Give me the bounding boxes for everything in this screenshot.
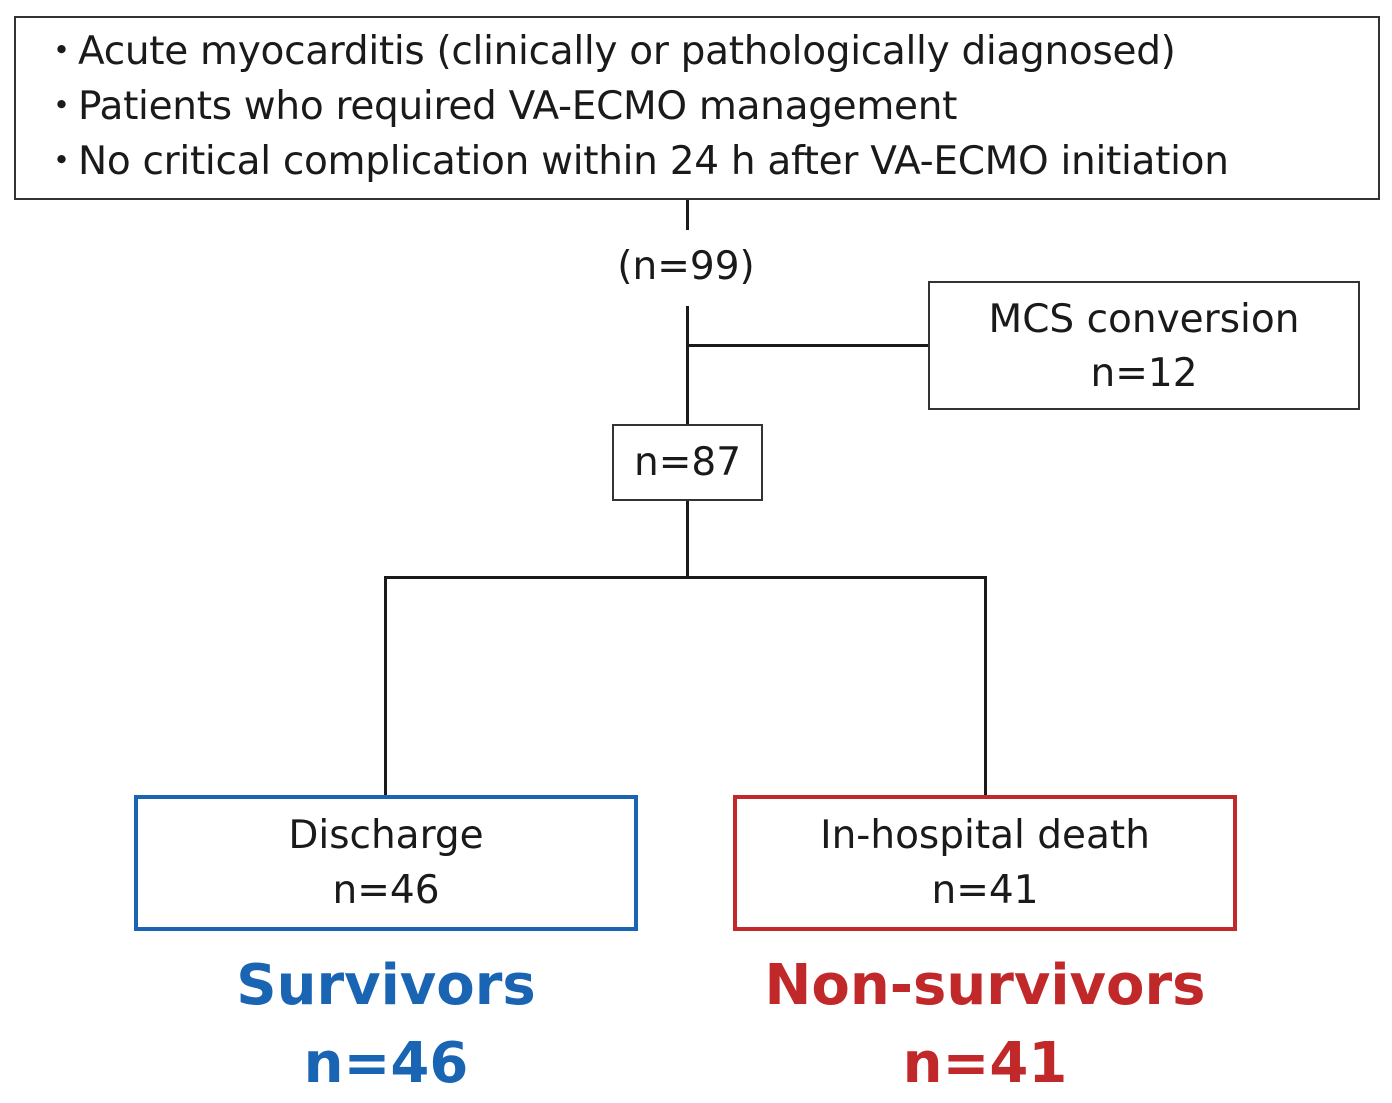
survivors-count: n=46 xyxy=(303,1031,469,1096)
criteria-item: ・Patients who required VA-ECMO managemen… xyxy=(42,79,1378,134)
exclusion-branch-line xyxy=(686,344,928,347)
analyzed-count-box: n=87 xyxy=(612,424,763,501)
bullet-icon: ・ xyxy=(42,84,81,129)
connector-line xyxy=(686,306,689,424)
mcs-conversion-label: MCS conversion xyxy=(988,297,1300,342)
connector-line xyxy=(384,576,387,795)
discharge-count: n=46 xyxy=(332,868,440,913)
discharge-box: Discharge n=46 xyxy=(134,795,638,931)
bullet-icon: ・ xyxy=(42,139,81,184)
criteria-text: Patients who required VA-ECMO management xyxy=(78,84,958,129)
survivors-label: Survivors xyxy=(236,953,536,1018)
death-label: In-hospital death xyxy=(820,813,1150,858)
in-hospital-death-box: In-hospital death n=41 xyxy=(733,795,1237,931)
mcs-conversion-box: MCS conversion n=12 xyxy=(928,281,1360,410)
inclusion-criteria-box: ・Acute myocarditis (clinically or pathol… xyxy=(14,16,1380,200)
connector-line xyxy=(686,200,689,230)
criteria-text: Acute myocarditis (clinically or patholo… xyxy=(78,29,1176,74)
cohort-count-label: (n=99) xyxy=(617,244,755,289)
mcs-conversion-count: n=12 xyxy=(1090,351,1198,396)
death-count: n=41 xyxy=(931,868,1039,913)
non-survivors-group: Non-survivors n=41 xyxy=(733,947,1237,1103)
connector-line xyxy=(984,576,987,795)
non-survivors-count: n=41 xyxy=(902,1031,1068,1096)
criteria-text: No critical complication within 24 h aft… xyxy=(78,139,1229,184)
bullet-icon: ・ xyxy=(42,29,81,74)
non-survivors-label: Non-survivors xyxy=(764,953,1206,1018)
criteria-item: ・Acute myocarditis (clinically or pathol… xyxy=(42,24,1378,79)
discharge-label: Discharge xyxy=(288,813,484,858)
criteria-item: ・No critical complication within 24 h af… xyxy=(42,134,1378,189)
analyzed-count: n=87 xyxy=(633,440,742,485)
split-horizontal-line xyxy=(384,576,987,579)
connector-line xyxy=(686,501,689,577)
survivors-group: Survivors n=46 xyxy=(134,947,638,1103)
